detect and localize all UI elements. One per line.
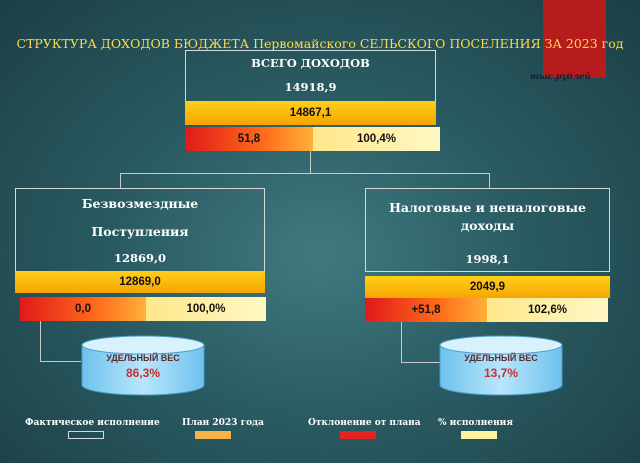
right-plan: 2049,9: [365, 276, 610, 298]
right-label-line1: Налоговые и неналоговые: [389, 200, 586, 215]
total-actual: 14918,9: [284, 80, 337, 94]
right-share-value: 13,7%: [483, 366, 519, 380]
left-leader-horizontal: [40, 361, 81, 362]
right-share-cylinder: [439, 335, 563, 396]
total-plan: 14867,1: [185, 101, 436, 125]
legend-deviation-swatch: [340, 431, 376, 439]
units-label: тыс.рублей: [530, 72, 591, 82]
legend-actual-swatch: [68, 431, 104, 439]
connector-horizontal: [120, 173, 489, 174]
left-deviation: 0,0: [20, 297, 146, 321]
left-plan: 12869,0: [15, 271, 265, 293]
legend-plan-label: План 2023 года: [182, 418, 264, 428]
right-leader-horizontal: [401, 362, 440, 363]
left-share-cylinder: [81, 335, 205, 396]
left-label-line1: Безвозмездные: [81, 196, 199, 211]
legend-percent-label: % исполнения: [438, 418, 514, 428]
legend-deviation-label: Отклонение от плана: [308, 418, 421, 428]
connector-vertical-center: [310, 151, 311, 173]
left-share-value: 86,3%: [125, 366, 161, 380]
legend-actual-label: Фактическое исполнение: [25, 418, 160, 428]
page-title: СТРУКТУРА ДОХОДОВ БЮДЖЕТА Первомайского …: [16, 36, 624, 51]
total-deviation: 51,8: [185, 127, 313, 151]
legend-plan-swatch: [195, 431, 231, 439]
connector-vertical-left: [120, 173, 121, 188]
left-leader-vertical: [40, 321, 41, 361]
left-share-caption: УДЕЛЬНЫЙ ВЕС: [106, 353, 180, 363]
right-actual: 1998,1: [465, 252, 510, 266]
total-percent: 100,4%: [313, 127, 440, 151]
legend-percent-swatch: [461, 431, 497, 439]
right-label-line2: доходы: [460, 218, 515, 233]
connector-vertical-right: [489, 173, 490, 188]
right-deviation: +51,8: [365, 298, 487, 322]
left-actual: 12869,0: [113, 251, 166, 265]
right-share-caption: УДЕЛЬНЫЙ ВЕС: [464, 353, 538, 363]
right-box: [365, 188, 610, 272]
total-label: ВСЕГО ДОХОДОВ: [251, 56, 370, 70]
left-percent: 100,0%: [146, 297, 266, 321]
right-percent: 102,6%: [487, 298, 608, 322]
decorative-ribbon: [543, 0, 606, 78]
left-label-line2: Поступления: [91, 224, 189, 239]
right-leader-vertical: [401, 322, 402, 362]
